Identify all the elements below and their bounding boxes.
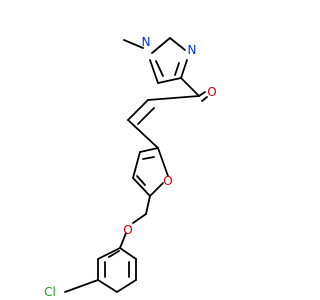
bond-n1-c5 <box>151 37 171 54</box>
carbonyl-oxygen-label: O <box>207 85 216 99</box>
bond-c3-c2 <box>139 147 159 153</box>
furan-oxygen-label: O <box>163 174 172 188</box>
bond-alpha-beta <box>127 99 149 121</box>
bond-ar-1 <box>119 247 137 260</box>
bond-c5-n2 <box>169 37 186 51</box>
bond-alpha-beta-double <box>137 107 155 125</box>
bond-n2-c3-double <box>174 62 180 76</box>
furan-ring <box>132 147 169 197</box>
bond-n1-methyl <box>123 39 144 49</box>
chlorophenyl-ring <box>97 247 137 293</box>
molecule-canvas: N N O O O Cl <box>44 35 217 299</box>
bond-c2-o <box>157 147 169 177</box>
bond-n2-c3 <box>180 59 188 79</box>
chlorine-label: Cl <box>44 285 56 299</box>
bond-c-o-double <box>201 96 208 102</box>
bond-ring-carbonyl <box>180 77 200 97</box>
bond-c5-c4-double <box>136 175 146 186</box>
bond-beta-furan <box>127 119 159 149</box>
bond-c3-c4 <box>157 77 182 84</box>
bond-o-aryl <box>119 232 127 249</box>
bond-ar-6 <box>97 247 121 260</box>
atom-n1-label: N <box>142 35 151 49</box>
bond-c4-n1 <box>149 59 159 84</box>
bond-carbonyl-alpha <box>147 95 200 101</box>
ether-oxygen-label: O <box>123 223 132 237</box>
bond-c4-n1-double <box>155 60 164 77</box>
pyrazole-ring <box>149 37 188 84</box>
bond-ar-6-double <box>108 250 120 258</box>
bond-ar-3 <box>116 279 137 293</box>
bond-o-c5 <box>149 182 164 197</box>
bond-ch2-o <box>132 213 147 224</box>
bond-c4-c3 <box>132 151 141 179</box>
bond-c5-c4 <box>132 177 151 197</box>
bond-ar-cl <box>64 279 99 293</box>
bond-ar-4 <box>97 279 118 293</box>
molecule-structure: N N O O O Cl <box>44 35 217 299</box>
bond-c3-c2-double <box>142 156 155 160</box>
bond-furan-ch2 <box>145 195 151 215</box>
bond-c-o <box>198 91 206 97</box>
atom-n2-label: N <box>188 43 197 57</box>
